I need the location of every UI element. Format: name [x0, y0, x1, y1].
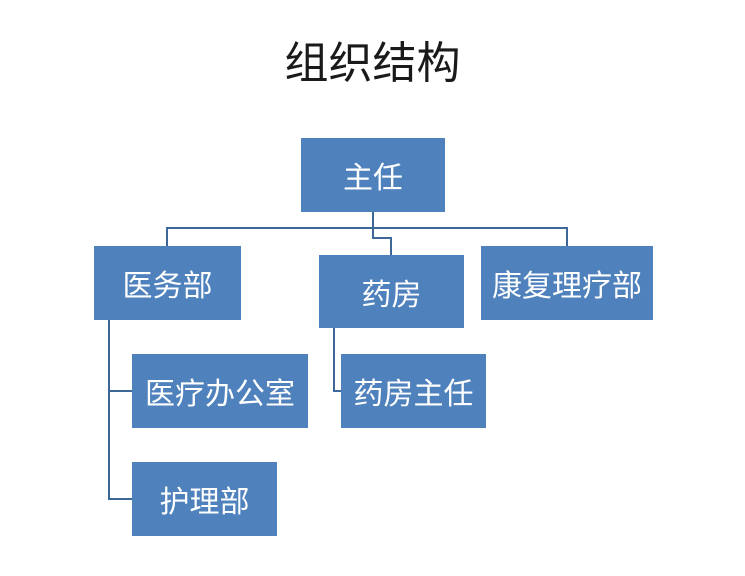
connector-medical-to-nursing: [108, 391, 132, 500]
connector-medical-to-clinic: [108, 320, 132, 392]
node-medical-dept: 医务部: [94, 246, 241, 320]
connector-to-pharmacy: [372, 212, 392, 255]
node-clinic-office: 医疗办公室: [132, 354, 308, 428]
diagram-title: 组织结构: [284, 38, 461, 89]
node-pharmacy: 药房: [319, 255, 464, 328]
connector-pharmacy-to-head: [333, 328, 341, 392]
node-pharmacy-head: 药房主任: [341, 354, 486, 428]
node-director: 主任: [301, 138, 445, 212]
node-nursing-dept: 护理部: [132, 462, 277, 536]
connector-to-rehab-dept: [373, 227, 568, 246]
connector-to-medical-dept: [166, 227, 373, 246]
node-rehab-dept: 康复理疗部: [481, 246, 653, 320]
